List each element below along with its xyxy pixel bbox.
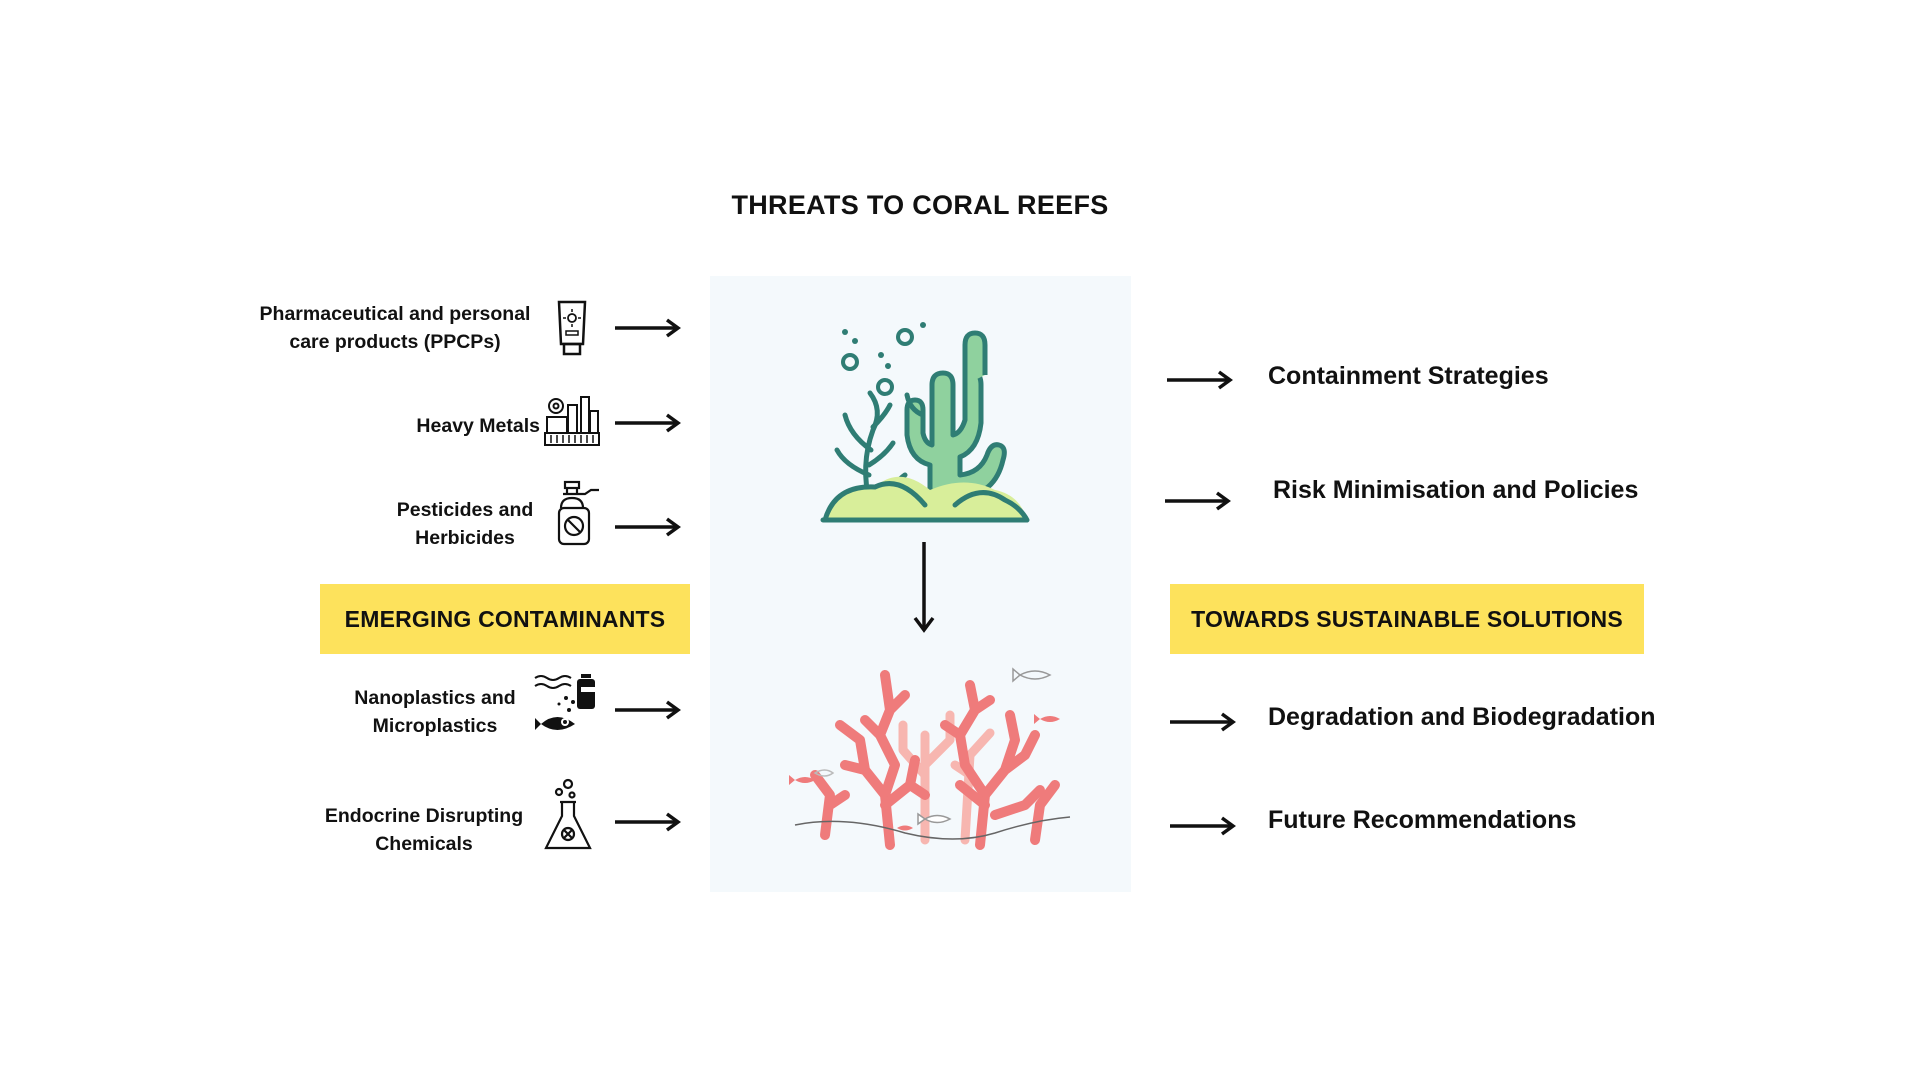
contaminant-label-ppcps: Pharmaceutical and personal care product… (259, 303, 531, 353)
bubbles-icon (841, 328, 914, 396)
arrow-right-icon (615, 700, 681, 720)
arrow-right-icon (1167, 370, 1233, 390)
healthy-coral-illustration (820, 322, 1030, 523)
contaminant-label-pesticides: Pesticides and Herbicides (396, 499, 534, 549)
arrow-right-icon (615, 517, 681, 537)
sustainable-solutions-band: TOWARDS SUSTAINABLE SOLUTIONS (1170, 584, 1644, 654)
ocean-plastic-fish-icon (534, 674, 597, 730)
arrow-right-icon (615, 413, 681, 433)
damaged-coral-illustration (789, 667, 1071, 850)
solution-label-future: Future Recommendations (1268, 806, 1577, 834)
emerging-contaminants-band: EMERGING CONTAMINANTS (320, 584, 690, 654)
factory-icon (544, 396, 600, 446)
arrow-right-icon (615, 318, 681, 338)
diagram-title: THREATS TO CORAL REEFS (731, 190, 1109, 220)
arrow-right-icon (1165, 491, 1231, 511)
solution-label-containment: Containment Strategies (1268, 362, 1549, 390)
solution-label-risk: Risk Minimisation and Policies (1273, 476, 1639, 504)
chemical-flask-icon (544, 778, 592, 850)
sunscreen-tube-icon (557, 300, 587, 356)
arrow-right-icon (1170, 816, 1236, 836)
spray-bottle-icon (557, 480, 599, 546)
fish-icon (789, 667, 1060, 831)
arrow-right-icon (615, 812, 681, 832)
arrow-right-icon (1170, 712, 1236, 732)
contaminant-label-heavy-metals: Heavy Metals (416, 415, 540, 437)
contaminant-label-plastics: Nanoplastics and Microplastics (354, 687, 516, 737)
solution-label-degradation: Degradation and Biodegradation (1268, 703, 1656, 731)
down-arrow-icon (913, 542, 935, 633)
contaminant-label-edcs: Endocrine Disrupting Chemicals (324, 805, 524, 855)
